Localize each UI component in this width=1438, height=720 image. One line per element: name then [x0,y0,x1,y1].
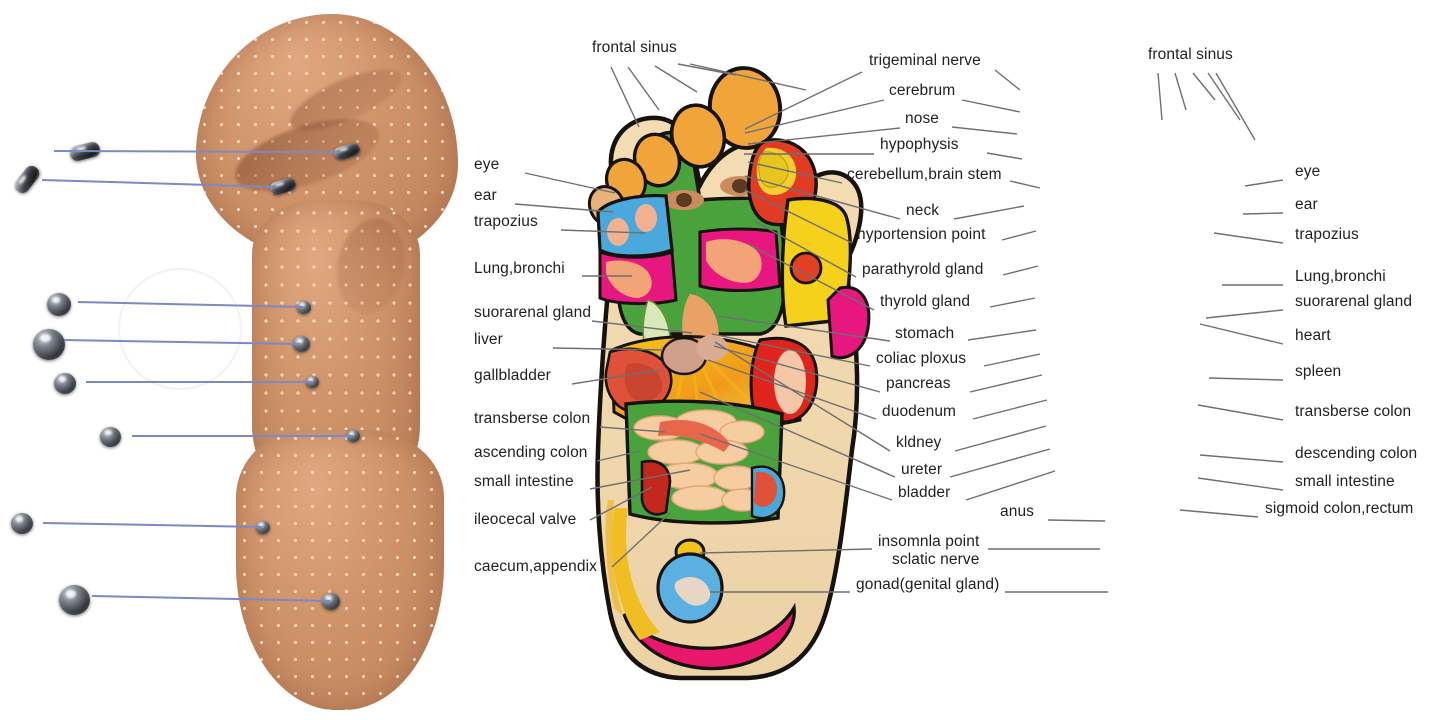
label-left-liver: liver [474,331,503,348]
label-center-pancreas: pancreas [886,375,951,392]
label-left-suorarenal-gland: suorarenal gland [474,304,592,321]
label-right-frontal-sinus: frontal sinus [1148,46,1233,63]
label-left-ileocecal-valve: ileocecal valve [474,511,577,528]
label-right-spleen: spleen [1295,363,1342,380]
insole-heel [236,430,444,710]
label-center-bladder: bladder [898,484,951,501]
left-foot-sole [587,66,871,681]
sample-magnet-dome-4[interactable] [100,427,121,447]
label-left-ascending-colon: ascending colon [474,444,588,461]
label-center-kldney: kldney [896,434,942,451]
label-right-eye: eye [1295,163,1321,180]
label-right-descending-colon: descending colon [1295,445,1418,462]
label-left-lung-bronchi: Lung,bronchi [474,260,565,277]
label-left-transberse-colon: transberse colon [474,410,591,427]
insole-magnet-dome-4[interactable] [347,430,360,442]
label-right-suorarenal-gland: suorarenal gland [1295,293,1413,310]
sample-magnet-dome-6[interactable] [59,585,90,615]
label-right-heart: heart [1295,327,1331,344]
label-center-cerebellum-brain-stem: cerebellum,brain stem [847,166,1002,183]
label-center-insomnla-point: insomnla point [878,533,980,550]
sample-magnet-dome-2[interactable] [33,329,65,360]
label-right-lung-bronchi: Lung,bronchi [1295,268,1386,285]
label-center-nose: nose [905,110,940,127]
label-center-neck: neck [906,202,940,219]
insole-magnet-dome-1[interactable] [297,301,311,314]
label-center-ureter: ureter [901,461,943,478]
insole-magnet-dome-3[interactable] [306,376,319,388]
label-right-transberse-colon: transberse colon [1295,403,1412,420]
label-center-coliac-ploxus: coliac ploxus [876,350,967,367]
sample-magnet-bar-lower[interactable] [11,163,43,196]
label-center-sclatic-nerve: sclatic nerve [892,551,980,568]
label-left-gallbladder: gallbladder [474,367,551,384]
label-center-parathyrold-gland: parathyrold gland [862,261,984,278]
watermark-circle [118,268,242,390]
sample-magnet-dome-1[interactable] [47,293,71,316]
label-center-gonad-genital-gland: gonad(genital gland) [856,576,1000,593]
insole-magnet-dome-6[interactable] [322,593,340,610]
label-left-caecum-appendix: caecum,appendix [474,558,597,575]
label-left-ear: ear [474,187,497,204]
label-center-cerebrum: cerebrum [889,82,956,99]
perforation-dots [236,430,444,710]
label-left-eye: eye [474,156,500,173]
insole-magnet-dome-5[interactable] [256,521,270,534]
label-center-duodenum: duodenum [882,403,957,420]
label-center-thyrold-gland: thyrold gland [880,293,971,310]
sample-magnet-dome-5[interactable] [11,513,33,534]
insole-magnet-dome-2[interactable] [293,336,310,352]
label-right-ear: ear [1295,196,1318,213]
label-right-small-intestine: small intestine [1295,473,1395,490]
insole-forefoot [196,14,458,264]
label-center-trigeminal-nerve: trigeminal nerve [869,52,981,69]
label-center-hypophysis: hypophysis [880,136,959,153]
sample-magnet-bar-upper[interactable] [68,140,102,163]
label-right-trapozius: trapozius [1295,226,1359,243]
label-center-anus: anus [1000,503,1035,520]
label-right-sigmoid-colon-rectum: sigmoid colon,rectum [1265,500,1414,517]
label-left-trapozius: trapozius [474,213,538,230]
label-center-hyportension-point: hyportension point [857,226,986,243]
label-center-frontal-sinus: frontal sinus [592,39,677,56]
insole-photo-panel [0,0,458,720]
label-left-small-intestine: small intestine [474,473,574,490]
label-center-stomach: stomach [895,325,955,342]
sample-magnet-dome-3[interactable] [54,373,76,394]
